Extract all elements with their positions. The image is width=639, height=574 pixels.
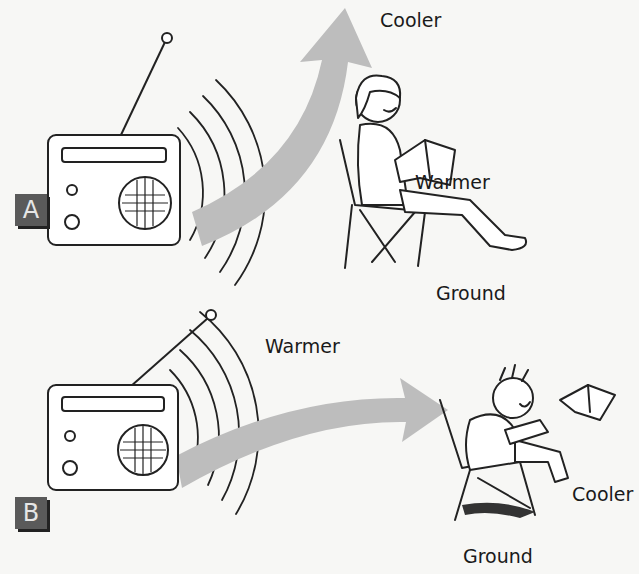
shadow <box>462 503 535 518</box>
temperature-label: Cooler <box>380 10 441 31</box>
panel-letter-box: B <box>15 497 47 529</box>
temperature-label: Cooler <box>572 484 633 505</box>
person-relaxed <box>340 75 526 268</box>
panel-letter: B <box>23 501 39 525</box>
heat-arrow <box>176 378 448 488</box>
panel-letter-box: A <box>15 194 47 226</box>
heat-arrow <box>192 8 372 246</box>
temperature-label: Ground <box>463 546 533 567</box>
temperature-label: Ground <box>436 283 506 304</box>
panel-letter: A <box>23 198 39 222</box>
radio <box>48 33 180 245</box>
temperature-label: Warmer <box>265 336 340 357</box>
temperature-label: Warmer <box>415 172 490 193</box>
radio <box>48 310 216 490</box>
